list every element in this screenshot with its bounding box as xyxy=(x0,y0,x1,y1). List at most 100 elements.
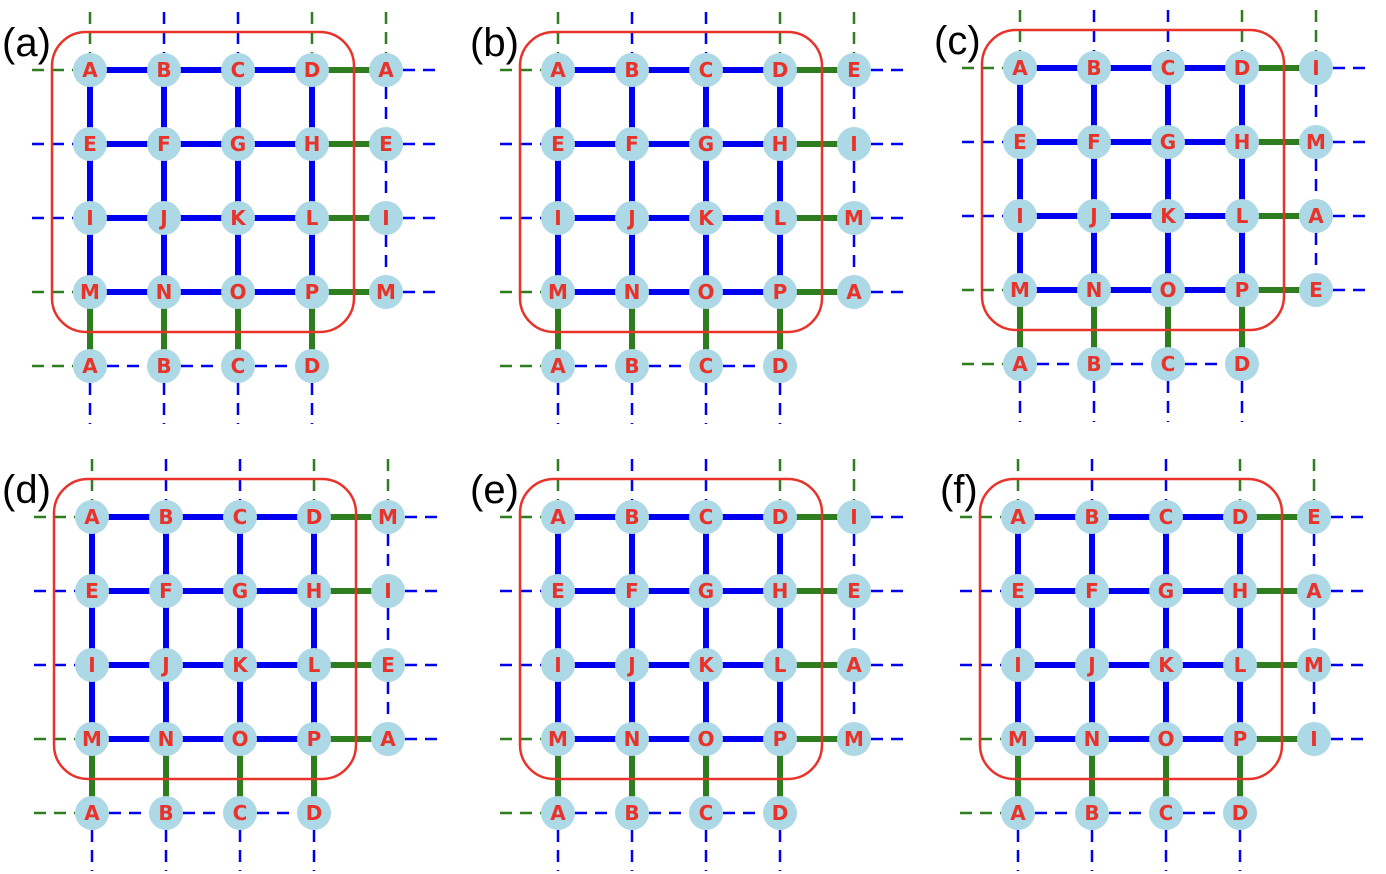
grid-node-label: I xyxy=(554,653,561,677)
grid-node-circle xyxy=(689,722,723,756)
grid-node-label: A xyxy=(84,505,100,529)
grid-node-label: O xyxy=(1157,727,1174,751)
bottom-node-circle xyxy=(147,349,181,383)
right-node-label: I xyxy=(850,132,857,156)
bottom-node-circle xyxy=(615,349,649,383)
grid-node-circle xyxy=(1225,273,1259,307)
grid-node-circle xyxy=(763,574,797,608)
grid-node-circle xyxy=(1151,199,1185,233)
grid-node-circle xyxy=(75,574,109,608)
panel-label: (a) xyxy=(2,21,51,65)
bottom-node-circle xyxy=(541,349,575,383)
grid-node-circle xyxy=(1225,51,1259,85)
grid-node-label: P xyxy=(1233,727,1248,751)
grid-node-circle xyxy=(297,722,331,756)
right-node-label: A xyxy=(380,727,396,751)
grid-node-label: N xyxy=(156,280,173,304)
grid-node-circle xyxy=(615,201,649,235)
grid-node-circle xyxy=(689,53,723,87)
panel-label: (f) xyxy=(940,468,978,512)
bottom-node-label: A xyxy=(550,801,566,825)
grid-node-circle xyxy=(1003,273,1037,307)
grid-node-circle xyxy=(1151,273,1185,307)
grid-node-circle xyxy=(1223,648,1257,682)
bottom-node-circle xyxy=(75,796,109,830)
right-node-label: M xyxy=(844,206,864,230)
grid-node-circle xyxy=(75,648,109,682)
grid-node-label: L xyxy=(308,653,321,677)
grid-node-circle xyxy=(541,201,575,235)
grid-node-circle xyxy=(1077,51,1111,85)
bottom-node-label: C xyxy=(699,354,714,378)
grid-node-label: C xyxy=(233,505,248,529)
grid-node-circle xyxy=(1151,125,1185,159)
grid-node-label: I xyxy=(86,206,93,230)
grid-node-circle xyxy=(1149,722,1183,756)
grid-node-label: N xyxy=(158,727,175,751)
right-node-circle xyxy=(369,53,403,87)
highlight-box xyxy=(518,477,824,781)
grid-node-circle xyxy=(541,275,575,309)
grid-node-circle xyxy=(763,500,797,534)
grid-node-label: H xyxy=(1234,130,1251,154)
grid-node-circle xyxy=(689,500,723,534)
grid-node-circle xyxy=(223,648,257,682)
grid-node-label: B xyxy=(158,505,173,529)
grid-node-label: O xyxy=(231,727,248,751)
right-node-circle xyxy=(1299,199,1333,233)
bottom-node-label: D xyxy=(306,801,323,825)
grid-node-label: J xyxy=(626,653,635,677)
grid-node-label: K xyxy=(698,653,715,677)
grid-node-label: L xyxy=(774,206,787,230)
bottom-node-label: A xyxy=(1010,801,1026,825)
right-node-circle xyxy=(1297,574,1331,608)
grid-node-circle xyxy=(1003,51,1037,85)
grid-node-circle xyxy=(1075,722,1109,756)
right-node-label: I xyxy=(384,579,391,603)
grid-node-label: F xyxy=(625,132,639,156)
right-node-label: E xyxy=(1307,505,1321,529)
grid-node-circle xyxy=(1223,500,1257,534)
panel-label: (c) xyxy=(934,19,981,63)
bottom-node-label: B xyxy=(1084,801,1099,825)
right-node-circle xyxy=(1297,722,1331,756)
bottom-node-circle xyxy=(1075,796,1109,830)
grid-node-label: M xyxy=(548,727,568,751)
right-node-label: A xyxy=(846,653,862,677)
right-node-label: A xyxy=(846,280,862,304)
right-node-circle xyxy=(369,127,403,161)
grid-node-circle xyxy=(147,53,181,87)
grid-node-label: B xyxy=(624,58,639,82)
right-node-circle xyxy=(369,275,403,309)
grid-node-circle xyxy=(295,201,329,235)
right-node-circle xyxy=(837,201,871,235)
bottom-node-label: C xyxy=(1159,801,1174,825)
grid-node-label: B xyxy=(1086,56,1101,80)
bottom-node-circle xyxy=(763,349,797,383)
grid-node-label: L xyxy=(306,206,319,230)
bottom-node-label: B xyxy=(158,801,173,825)
grid-node-label: E xyxy=(1013,130,1027,154)
grid-node-circle xyxy=(541,648,575,682)
bottom-node-circle xyxy=(297,796,331,830)
bottom-node-label: C xyxy=(699,801,714,825)
grid-node-circle xyxy=(295,53,329,87)
grid-node-circle xyxy=(1075,574,1109,608)
grid-node-circle xyxy=(541,127,575,161)
right-node-circle xyxy=(1297,648,1331,682)
highlight-box xyxy=(50,30,356,334)
right-node-circle xyxy=(371,500,405,534)
right-node-circle xyxy=(1299,51,1333,85)
bottom-node-label: D xyxy=(304,354,321,378)
grid-node-circle xyxy=(297,500,331,534)
grid-node-label: A xyxy=(1010,505,1026,529)
bottom-node-label: B xyxy=(624,801,639,825)
bottom-node-circle xyxy=(1151,347,1185,381)
grid-node-label: K xyxy=(698,206,715,230)
grid-node-circle xyxy=(541,53,575,87)
grid-node-label: H xyxy=(772,132,789,156)
grid-node-circle xyxy=(73,201,107,235)
grid-node-circle xyxy=(615,722,649,756)
right-node-circle xyxy=(371,574,405,608)
